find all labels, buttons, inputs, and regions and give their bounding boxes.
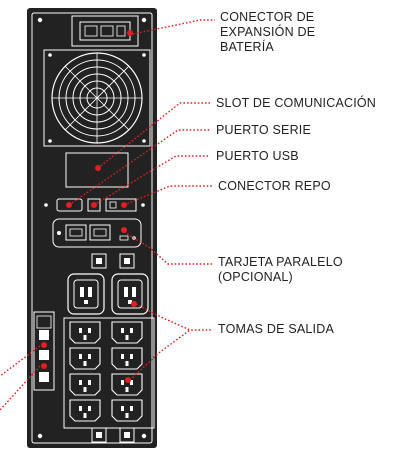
large-outlet-dot [131, 301, 137, 307]
label-output-outlets: TOMAS DE SALIDA [218, 322, 334, 336]
label-serial-port: PUERTO SERIE [216, 123, 312, 137]
output-outlet-dot [125, 377, 131, 383]
label-battery-connector-line-1: CONECTOR DE [220, 10, 315, 24]
leader-outlet-bottom [129, 329, 191, 381]
label-usb-port: PUERTO USB [216, 149, 299, 163]
upper-tabs [91, 253, 135, 269]
outlet-grid [63, 317, 155, 429]
terminal-dot-1 [41, 342, 47, 348]
battery-connector-dot [127, 30, 133, 36]
leader-terminal-1 [0, 345, 41, 377]
label-parallel-card: TARJETA PARALELO (OPCIONAL) [218, 255, 343, 285]
lower-tabs [91, 427, 135, 443]
outlet-icon [69, 399, 101, 422]
label-parallel-card-line-1: TARJETA PARALELO [218, 255, 343, 269]
terminal-block [33, 311, 55, 391]
leader-terminal-2 [0, 365, 41, 411]
outlet-icon [111, 321, 143, 344]
callout-lines [0, 19, 215, 411]
label-repo-connector: CONECTOR REPO [218, 179, 331, 193]
label-parallel-card-line-2: (OPCIONAL) [218, 270, 293, 284]
terminal-dot-2 [41, 363, 47, 369]
fan-icon [43, 49, 151, 147]
parallel-card-dot [121, 227, 127, 233]
leader-serial [68, 129, 210, 206]
ups-chassis [27, 8, 157, 448]
outlet-icon [69, 347, 101, 370]
label-battery-connector-line-3: BATERÍA [220, 40, 274, 54]
outlet-icon [111, 373, 143, 396]
small-outlets [69, 321, 143, 422]
outlet-icon [69, 321, 101, 344]
leader-parallel [123, 231, 212, 265]
battery-connector [71, 15, 139, 47]
leader-battery [132, 19, 215, 35]
parallel-card [52, 218, 142, 248]
label-battery-connector: CONECTOR DE EXPANSIÓN DE BATERÍA [220, 10, 315, 55]
label-battery-connector-line-2: EXPANSIÓN DE [220, 25, 316, 39]
leader-comm-slot [97, 102, 210, 169]
outlet-icon [69, 373, 101, 396]
outlet-icon [111, 399, 143, 422]
label-comm-slot: SLOT DE COMUNICACIÓN [216, 96, 377, 110]
large-outlets [67, 273, 149, 315]
leader-outlet-top [135, 303, 212, 331]
outlet-icon [111, 347, 143, 370]
